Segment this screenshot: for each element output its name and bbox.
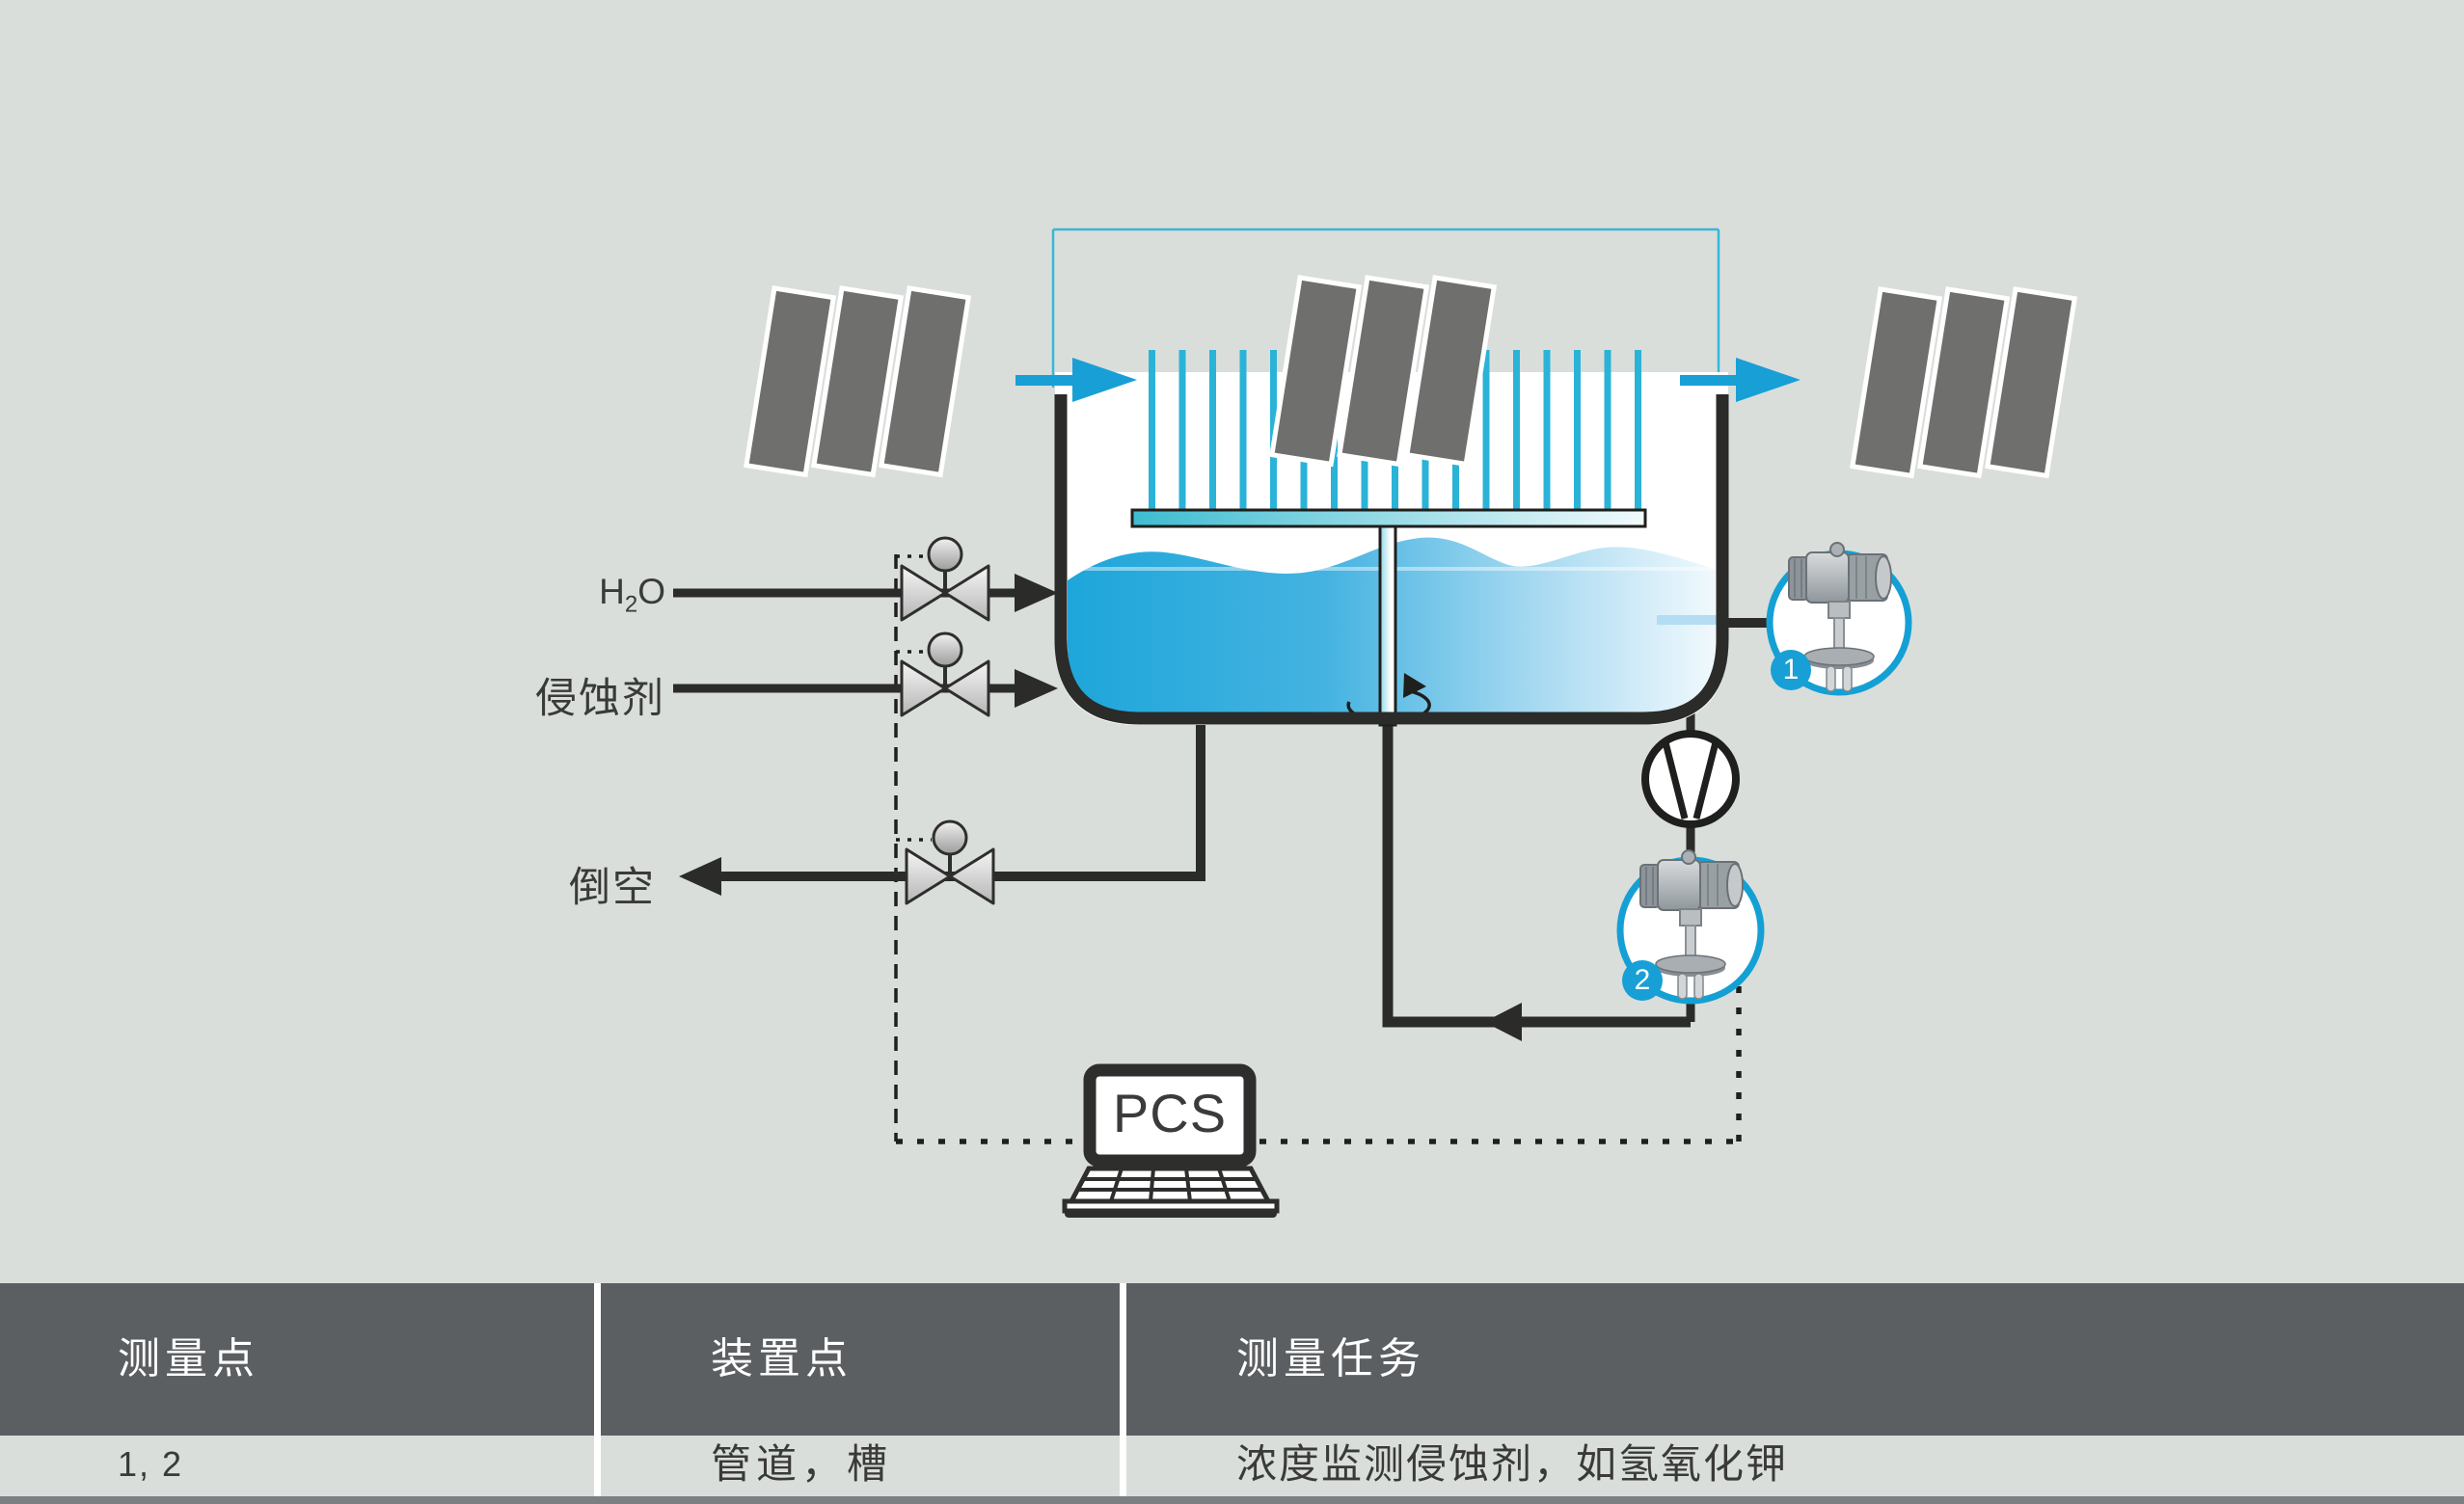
- pump: [1641, 730, 1740, 828]
- tank-wall: [1054, 394, 1729, 725]
- pcs-laptop-icon: [1062, 1063, 1280, 1218]
- inflow-arrow: [1015, 358, 1137, 402]
- agitator-rotation-arrowhead: [1403, 673, 1426, 698]
- plate-pack-left: [746, 288, 968, 474]
- table-header-measuring-point: 测量点: [118, 1335, 259, 1383]
- agitator-shaft: [1378, 524, 1397, 727]
- distributor-bar: [1130, 508, 1647, 528]
- table-cell-installation-point: 管道，槽: [711, 1441, 893, 1487]
- table-cell-measuring-point: 1, 2: [118, 1444, 184, 1484]
- table-column-separator-1: [594, 1283, 601, 1496]
- h2o-valve: [900, 536, 990, 622]
- sensor1-probe-line: [1657, 615, 1722, 625]
- h2o-label: H2O: [599, 572, 665, 618]
- pcs-screen-label: PCS: [1112, 1083, 1228, 1143]
- drain-label: 倒空: [569, 865, 656, 911]
- measuring-point-2-badge: 2: [1622, 960, 1663, 1001]
- table-cell-measuring-task: 浓度监测侵蚀剂，如氢氧化钾: [1236, 1441, 1789, 1487]
- outflow-arrow: [1680, 358, 1801, 402]
- table-header-installation-point: 装置点: [711, 1335, 853, 1383]
- plate-pack-middle: [1272, 278, 1494, 464]
- corrosive-valve: [900, 631, 990, 717]
- pipe-drain: [718, 723, 1205, 881]
- measuring-point-1-badge: 1: [1771, 650, 1811, 690]
- overflow-loop-line: [1051, 228, 1720, 391]
- arrowhead-drain-outlet: [679, 857, 721, 896]
- table-header-measuring-task: 测量任务: [1236, 1335, 1425, 1383]
- table-header-band: [0, 1283, 2464, 1436]
- plate-pack-right: [1853, 289, 2074, 475]
- arrowhead-recirculation: [1484, 1003, 1522, 1041]
- arrowhead-h2o-inlet: [1015, 574, 1058, 612]
- pipe-recirculation: [1382, 725, 1691, 1028]
- corrosive-label: 侵蚀剂: [535, 676, 665, 722]
- arrowhead-corrosive-inlet: [1015, 669, 1058, 708]
- table-column-separator-2: [1120, 1283, 1126, 1496]
- table-bottom-bar: [0, 1496, 2464, 1504]
- drain-valve: [905, 819, 995, 905]
